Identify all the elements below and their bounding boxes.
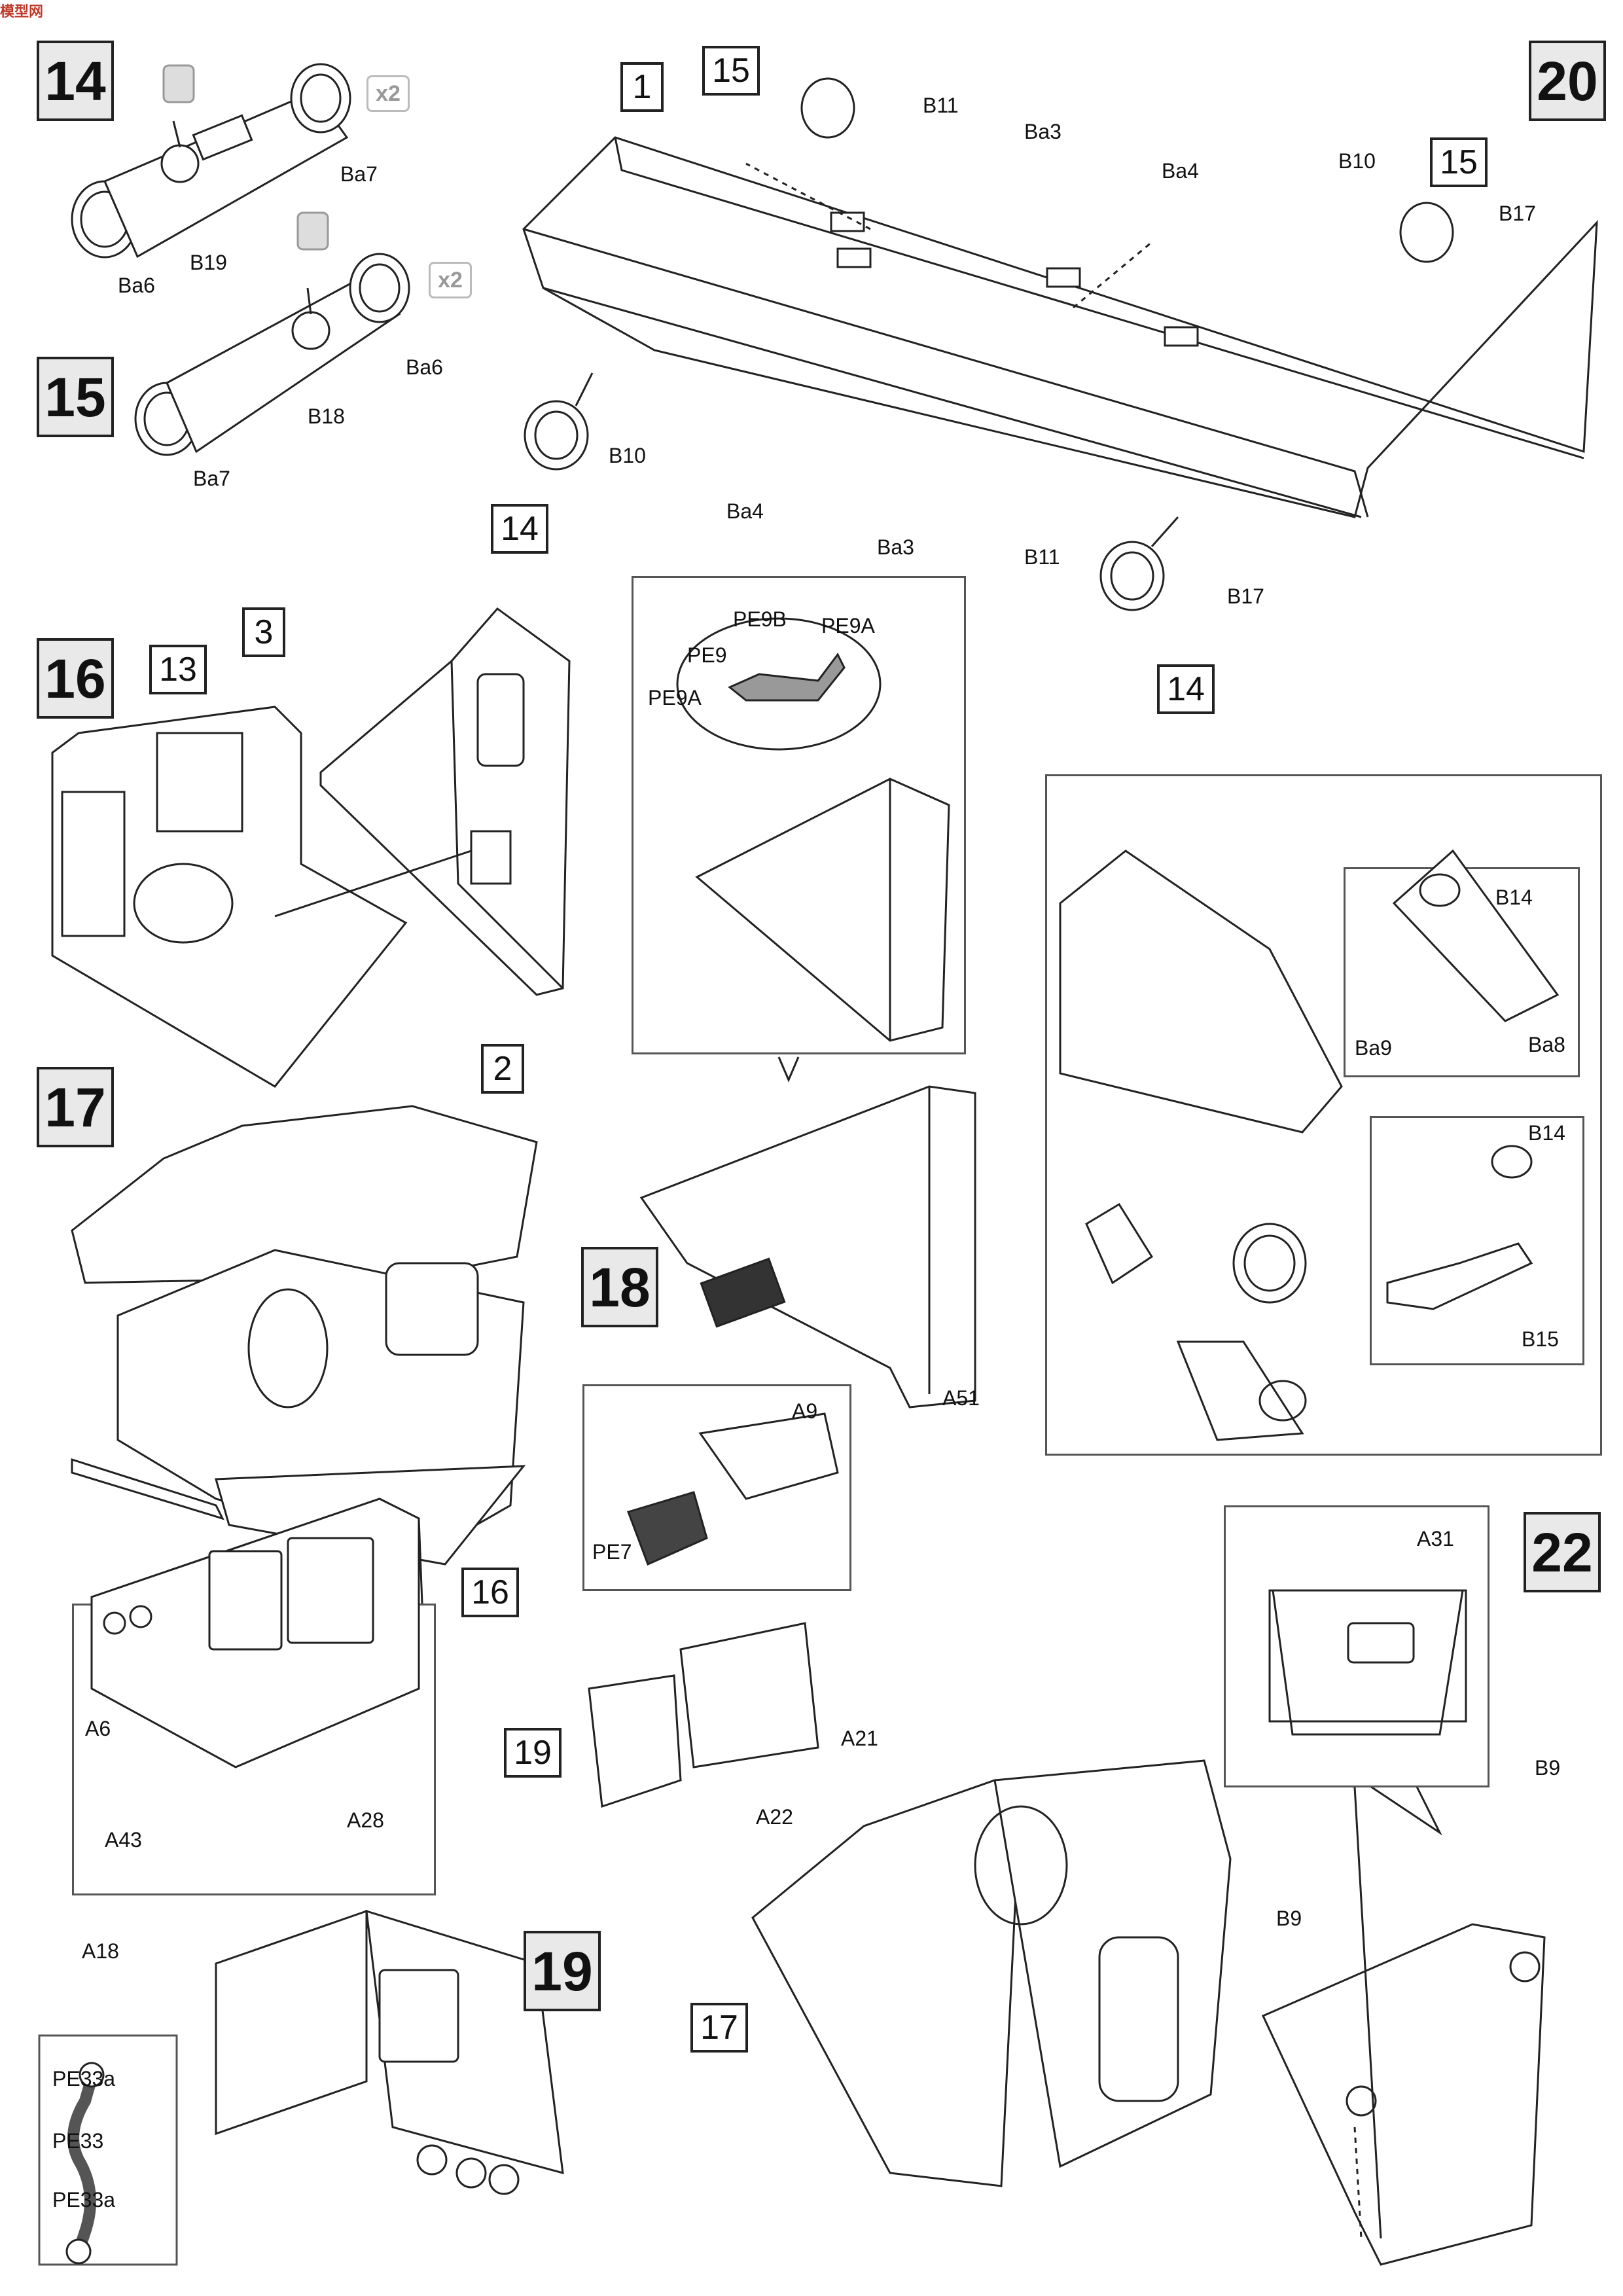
step-number-18: 18 bbox=[581, 1247, 658, 1327]
step-number-17: 17 bbox=[37, 1067, 114, 1147]
ref-box-14-left: 14 bbox=[491, 504, 548, 554]
part-label: B19 bbox=[190, 251, 227, 274]
part-label: B14 bbox=[1528, 1121, 1565, 1145]
quantity-x2-badge: x2 bbox=[366, 75, 410, 112]
ref-box-17: 17 bbox=[690, 2003, 748, 2053]
part-label: B15 bbox=[1522, 1327, 1559, 1351]
part-label: B14 bbox=[1495, 886, 1533, 909]
part-label: Ba6 bbox=[406, 355, 443, 379]
ref-box-2: 2 bbox=[481, 1044, 524, 1094]
part-label: A21 bbox=[841, 1727, 878, 1750]
site-logo: 模型网 bbox=[0, 3, 44, 20]
part-label: Ba8 bbox=[1528, 1033, 1565, 1056]
part-label: PE9B bbox=[733, 607, 787, 631]
part-label: A6 bbox=[85, 1717, 111, 1740]
part-label: PE33a bbox=[52, 2188, 116, 2212]
part-label: PE33 bbox=[52, 2129, 104, 2153]
step-number-14: 14 bbox=[37, 41, 114, 121]
part-label: Ba4 bbox=[726, 499, 764, 523]
part-label: B11 bbox=[1024, 545, 1060, 569]
step-number-16: 16 bbox=[37, 638, 114, 719]
quantity-x2-badge: x2 bbox=[429, 262, 472, 298]
axle-15-drawing bbox=[134, 211, 410, 456]
part-label: Ba7 bbox=[193, 467, 230, 490]
part-label: Ba9 bbox=[1355, 1036, 1392, 1060]
part-label: B10 bbox=[609, 444, 646, 467]
ref-box-16: 16 bbox=[461, 1568, 519, 1617]
detail-panel-b15 bbox=[1370, 1116, 1584, 1365]
ref-box-19: 19 bbox=[504, 1728, 562, 1778]
part-label: B18 bbox=[308, 404, 345, 428]
part-label: B11 bbox=[923, 94, 959, 117]
chassis-frame-drawing bbox=[522, 77, 1598, 611]
ref-box-13: 13 bbox=[149, 645, 207, 694]
ref-box-15-right: 15 bbox=[1430, 137, 1488, 187]
ref-box-15-top: 15 bbox=[702, 46, 760, 96]
part-label: PE9A bbox=[821, 614, 875, 637]
part-label: Ba3 bbox=[877, 535, 914, 559]
part-label: PE7 bbox=[592, 1540, 632, 1564]
part-label: A18 bbox=[82, 1939, 119, 1963]
part-label: A28 bbox=[347, 1808, 384, 1832]
part-label: Ba4 bbox=[1162, 159, 1199, 183]
part-label: Ba7 bbox=[340, 162, 378, 186]
interior-assembly-drawing bbox=[51, 607, 571, 1088]
part-label: PE9 bbox=[687, 643, 727, 667]
pointer-22 bbox=[1361, 1779, 1442, 1836]
part-label: B9 bbox=[1535, 1756, 1561, 1780]
part-label: B10 bbox=[1338, 149, 1376, 173]
part-label: A31 bbox=[1417, 1527, 1454, 1551]
ref-box-3: 3 bbox=[242, 607, 285, 657]
part-label: Ba3 bbox=[1024, 120, 1061, 143]
part-label: B9 bbox=[1276, 1907, 1302, 1930]
part-label: A22 bbox=[756, 1805, 793, 1829]
part-label: A51 bbox=[942, 1386, 980, 1410]
pointer-18-top bbox=[777, 1056, 800, 1083]
step-number-19: 19 bbox=[524, 1931, 601, 2011]
part-label: A43 bbox=[105, 1828, 142, 1852]
step-number-22: 22 bbox=[1524, 1512, 1601, 1592]
part-label: A9 bbox=[792, 1399, 818, 1423]
part-label: PE33a bbox=[52, 2067, 116, 2090]
step-number-15: 15 bbox=[37, 357, 114, 437]
part-label: PE9A bbox=[648, 686, 702, 709]
part-label: Ba6 bbox=[118, 274, 155, 297]
axle-14-drawing bbox=[71, 63, 351, 259]
part-label: B17 bbox=[1227, 584, 1264, 608]
part-label: B17 bbox=[1499, 202, 1536, 225]
ref-box-14-right: 14 bbox=[1157, 664, 1215, 714]
ref-box-1: 1 bbox=[620, 62, 664, 112]
step-number-20: 20 bbox=[1529, 41, 1606, 121]
